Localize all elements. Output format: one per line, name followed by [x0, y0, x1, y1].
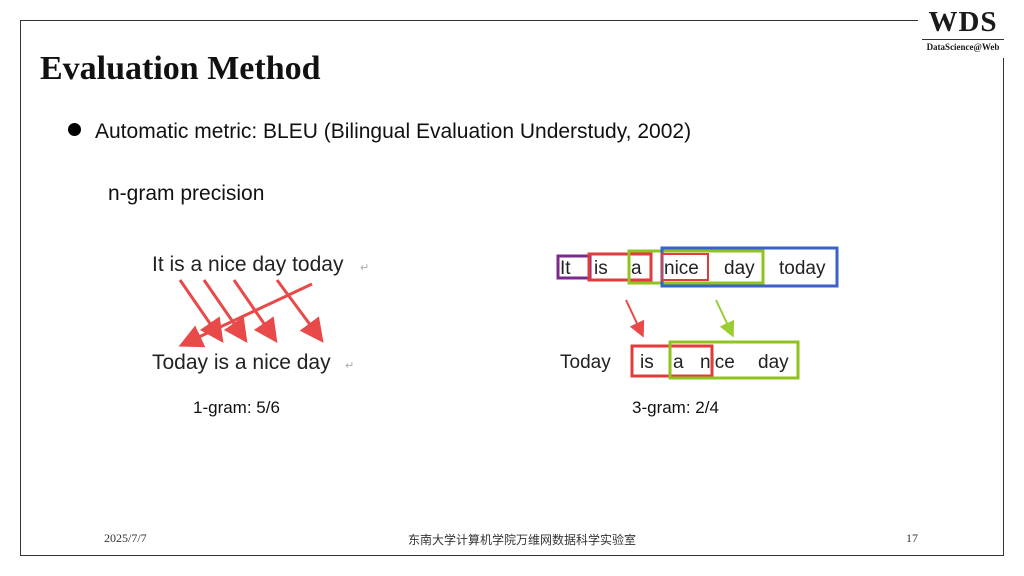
footer-date: 2025/7/7: [104, 531, 147, 545]
return-mark-icon: ↵: [345, 360, 354, 372]
slide-title: Evaluation Method: [40, 50, 321, 87]
candidate-word: nice: [664, 258, 699, 279]
candidate-word: today: [779, 258, 826, 279]
slide-frame: [20, 20, 1004, 556]
reference-word: nice: [700, 352, 735, 373]
box-red-is-a: [587, 252, 653, 282]
arrow-a: [232, 279, 278, 343]
trigram-figure: It is a nice day today Today is a nice d…: [556, 246, 839, 380]
arrow-nice: [275, 279, 324, 343]
reference-word: day: [758, 352, 789, 373]
box-green-a-nice-day: [627, 249, 765, 285]
trigram-caption: 3-gram: 2/4: [632, 398, 719, 417]
wds-logo: WDS DataScience@Web: [918, 6, 1008, 58]
reference-sentence: Today is a nice day: [152, 351, 331, 374]
candidate-word: day: [724, 258, 755, 279]
arrow-green: [715, 299, 735, 338]
bullet-item: Automatic metric: BLEU (Bilingual Evalua…: [68, 120, 691, 144]
bullet-text: Automatic metric: BLEU (Bilingual Evalua…: [95, 120, 692, 143]
box-green-ref-a-nice-day: [668, 340, 800, 380]
reference-word: Today: [560, 352, 611, 373]
arrow-red: [625, 299, 645, 338]
page-number: 17: [906, 531, 918, 545]
arrow-it: [178, 279, 224, 343]
unigram-figure: It is a nice day today ↵ Today is a nice…: [152, 253, 369, 374]
logo-divider: [922, 39, 1004, 40]
footer-organization: 东南大学计算机学院万维网数据科学实验室: [408, 533, 637, 547]
box-red-ref-is-a: [630, 344, 714, 378]
logo-subtitle: DataScience@Web: [926, 42, 1000, 52]
reference-word: a: [673, 352, 684, 373]
candidate-sentence: It is a nice day today: [152, 253, 344, 276]
reference-word: is: [640, 352, 654, 373]
box-red-nice: [661, 253, 709, 281]
bullet-dot-icon: [68, 123, 81, 136]
arrow-is: [202, 279, 248, 343]
arrow-today: [178, 282, 313, 348]
logo-wordmark: WDS: [928, 6, 998, 38]
subheading: n-gram precision: [108, 182, 265, 205]
return-mark-icon: ↵: [360, 262, 369, 274]
candidate-word: a: [631, 258, 642, 279]
unigram-caption: 1-gram: 5/6: [193, 398, 280, 417]
candidate-word: It: [560, 258, 571, 279]
candidate-word: is: [594, 258, 608, 279]
